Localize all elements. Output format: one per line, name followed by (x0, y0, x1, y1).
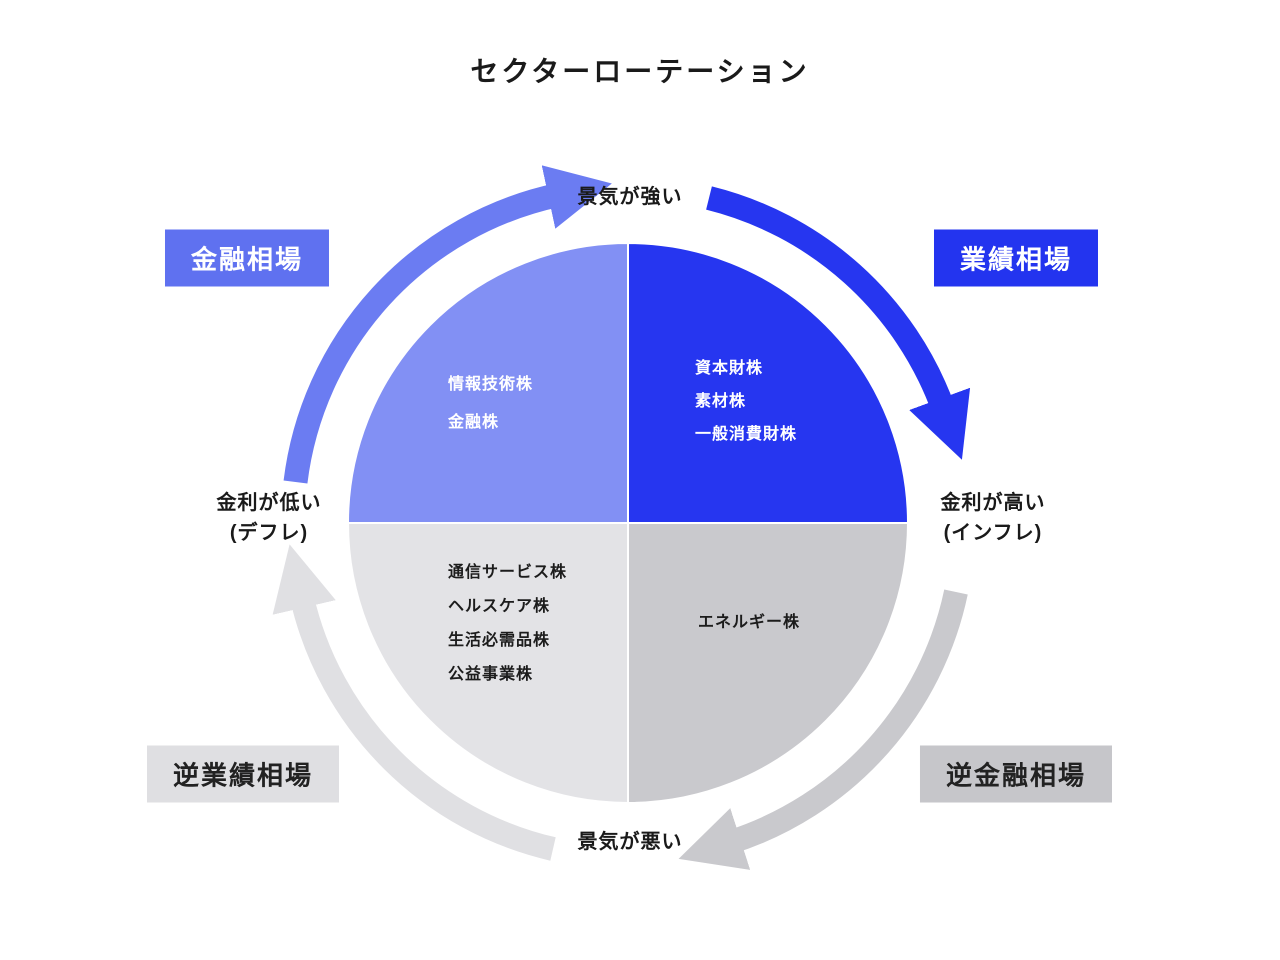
quadrant-bottom-left (346, 522, 629, 805)
sector-item: エネルギー株 (698, 614, 801, 631)
quadrant-top-left (346, 241, 629, 524)
axis-label-economy-strong: 景気が強い (577, 186, 683, 208)
axis-label-rates-low-line1: 金利が低い (216, 492, 322, 514)
sector-list-top-left: 情報技術株 金融株 (448, 366, 533, 442)
rotation-arrow-top-left (283, 165, 612, 484)
axis-label-rates-high: 金利が高い (インフレ) (941, 488, 1046, 548)
axis-label-economy-weak: 景気が悪い (577, 831, 683, 853)
badge-reverse-financial-market: 逆金融相場 (919, 745, 1113, 803)
rotation-arrow-top-right (706, 186, 971, 460)
sector-item: 情報技術株 (448, 376, 534, 393)
sector-item: 生活必需品株 (448, 632, 551, 649)
axis-label-rates-low-line2: (デフレ) (229, 522, 309, 544)
badge-reverse-performance-market: 逆業績相場 (146, 745, 340, 803)
sector-item: 通信サービス株 (448, 564, 568, 581)
quadrant-bottom-right (627, 522, 910, 805)
sector-list-bottom-left: 通信サービス株 ヘルスケア株 生活必需品株 公益事業株 (448, 556, 567, 692)
quadrant-top-right (627, 241, 910, 524)
sector-list-bottom-right: エネルギー株 (698, 606, 800, 640)
sector-list-top-right: 資本財株 素材株 一般消費財株 (695, 352, 797, 451)
sector-item: 金融株 (448, 414, 500, 431)
axis-label-rates-low: 金利が低い (デフレ) (217, 488, 322, 548)
sector-item: 素材株 (695, 393, 747, 410)
sector-item: 資本財株 (695, 360, 764, 377)
rotation-arrow-bottom-left (272, 544, 556, 861)
page-title: セクターローテーション (470, 56, 810, 87)
sector-item: 一般消費財株 (695, 426, 798, 443)
sector-item: ヘルスケア株 (448, 598, 551, 615)
badge-performance-market: 業績相場 (933, 229, 1099, 287)
axis-label-rates-high-line2: (インフレ) (943, 522, 1043, 544)
sector-item: 公益事業株 (448, 666, 534, 683)
rotation-arrow-bottom-right (678, 589, 968, 870)
badge-financial-market: 金融相場 (164, 229, 330, 287)
axis-label-rates-high-line1: 金利が高い (940, 492, 1046, 514)
